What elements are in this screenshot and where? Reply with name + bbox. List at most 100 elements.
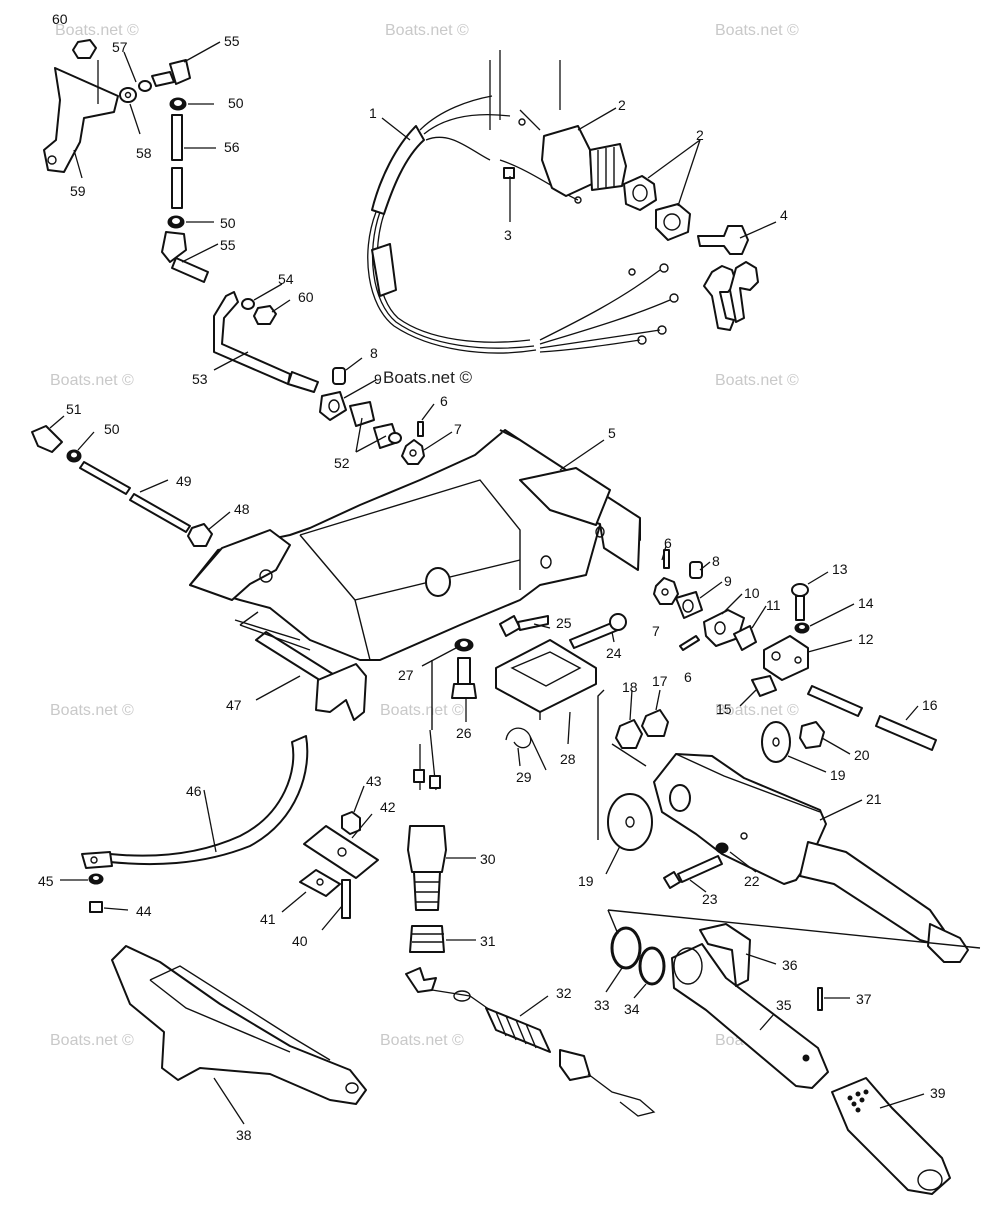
callout-7: 7	[454, 421, 462, 437]
nut-60-lower	[253, 305, 277, 325]
callout-40: 40	[292, 933, 308, 949]
cable-end-51	[31, 425, 63, 453]
washer-14	[794, 622, 810, 634]
bushing-18	[615, 719, 643, 749]
callout-28: 28	[560, 751, 576, 767]
rod-56	[171, 114, 183, 209]
callout-19: 19	[830, 767, 846, 783]
key-switch-2	[541, 125, 627, 197]
bushing-11	[733, 625, 757, 651]
washer-19-left	[607, 793, 653, 851]
screw-25	[499, 615, 549, 637]
screw-13	[791, 583, 809, 621]
callout-35: 35	[776, 997, 792, 1013]
callout-34: 34	[624, 1001, 640, 1017]
callout-2: 2	[696, 127, 704, 143]
callout-50: 50	[220, 215, 236, 231]
callout-9: 9	[724, 573, 732, 589]
bushing-9-upper	[319, 391, 347, 421]
link-53	[213, 291, 319, 393]
cover-38	[111, 945, 367, 1105]
callout-20: 20	[854, 747, 870, 763]
switch-nut-2a	[623, 175, 657, 211]
plate-42	[303, 825, 379, 879]
housing-5	[189, 429, 641, 661]
callout-1: 1	[369, 105, 377, 121]
callout-19: 19	[578, 873, 594, 889]
callout-58: 58	[136, 145, 152, 161]
callout-44: 44	[136, 903, 152, 919]
throttle-grip-35	[671, 943, 829, 1089]
watermark: Boats.net ©	[50, 372, 134, 389]
callout-55: 55	[220, 237, 236, 253]
callout-60: 60	[298, 289, 314, 305]
switch-nut-2b	[655, 203, 691, 241]
stud-49	[79, 461, 191, 533]
bolt-23	[663, 855, 723, 889]
grip-outline	[607, 909, 981, 949]
washer-19-right	[761, 721, 791, 763]
callout-55: 55	[224, 33, 240, 49]
callout-32: 32	[556, 985, 572, 1001]
bracket-59	[43, 60, 119, 173]
callout-54: 54	[278, 271, 294, 287]
callout-4: 4	[780, 207, 788, 223]
callout-60: 60	[52, 11, 68, 27]
callout-26: 26	[456, 725, 472, 741]
ball-joint-55-mid	[161, 231, 209, 283]
callout-6: 6	[440, 393, 448, 409]
bolt-24	[569, 613, 627, 649]
callout-43: 43	[366, 773, 382, 789]
callout-33: 33	[594, 997, 610, 1013]
watermark: Boats.net ©	[55, 22, 139, 39]
callout-56: 56	[224, 139, 240, 155]
watermark: Boats.net ©	[380, 1032, 464, 1049]
callout-45: 45	[38, 873, 54, 889]
guide-lines	[239, 611, 647, 840]
callout-22: 22	[744, 873, 760, 889]
boot-31	[409, 925, 445, 953]
callout-23: 23	[702, 891, 718, 907]
washer-54	[241, 298, 255, 310]
callout-2: 2	[618, 97, 626, 113]
callout-6: 6	[684, 669, 692, 685]
watermark: Boats.net ©	[383, 368, 473, 387]
callout-leaders	[49, 41, 925, 1125]
tiller-arm-21	[653, 753, 969, 963]
pin-6-right-lower	[679, 635, 700, 651]
callout-11: 11	[766, 597, 781, 613]
callout-42: 42	[380, 799, 396, 815]
ball-joint-55-top	[151, 59, 191, 87]
callout-8: 8	[712, 553, 720, 569]
screw-3	[503, 167, 515, 179]
oring-33	[610, 926, 642, 970]
sleeve-8-right	[689, 561, 703, 579]
callout-53: 53	[192, 371, 208, 387]
callout-8: 8	[370, 345, 378, 361]
watermark: Boats.net ©	[715, 22, 799, 39]
callout-17: 17	[652, 673, 668, 689]
callout-18: 18	[622, 679, 638, 695]
callout-49: 49	[176, 473, 192, 489]
nut-22	[715, 842, 729, 854]
watermark: Boats.net ©	[50, 702, 134, 719]
callout-5: 5	[608, 425, 616, 441]
callout-50: 50	[228, 95, 244, 111]
callout-13: 13	[832, 561, 848, 577]
nut-43	[341, 811, 361, 835]
nut-50-mid	[167, 215, 185, 229]
nut-48	[187, 523, 213, 547]
wire-leads	[413, 729, 441, 791]
callout-41: 41	[260, 911, 276, 927]
pin-6-right-upper	[663, 549, 670, 569]
star-washer-7-upper	[401, 439, 425, 465]
pin-37	[817, 987, 823, 1011]
callout-48: 48	[234, 501, 250, 517]
insert-36	[699, 923, 751, 987]
callout-47: 47	[226, 697, 242, 713]
callout-3: 3	[504, 227, 512, 243]
clip-15	[751, 675, 777, 697]
sleeve-8-upper	[332, 367, 346, 385]
callout-30: 30	[480, 851, 496, 867]
watermark: Boats.net ©	[715, 372, 799, 389]
